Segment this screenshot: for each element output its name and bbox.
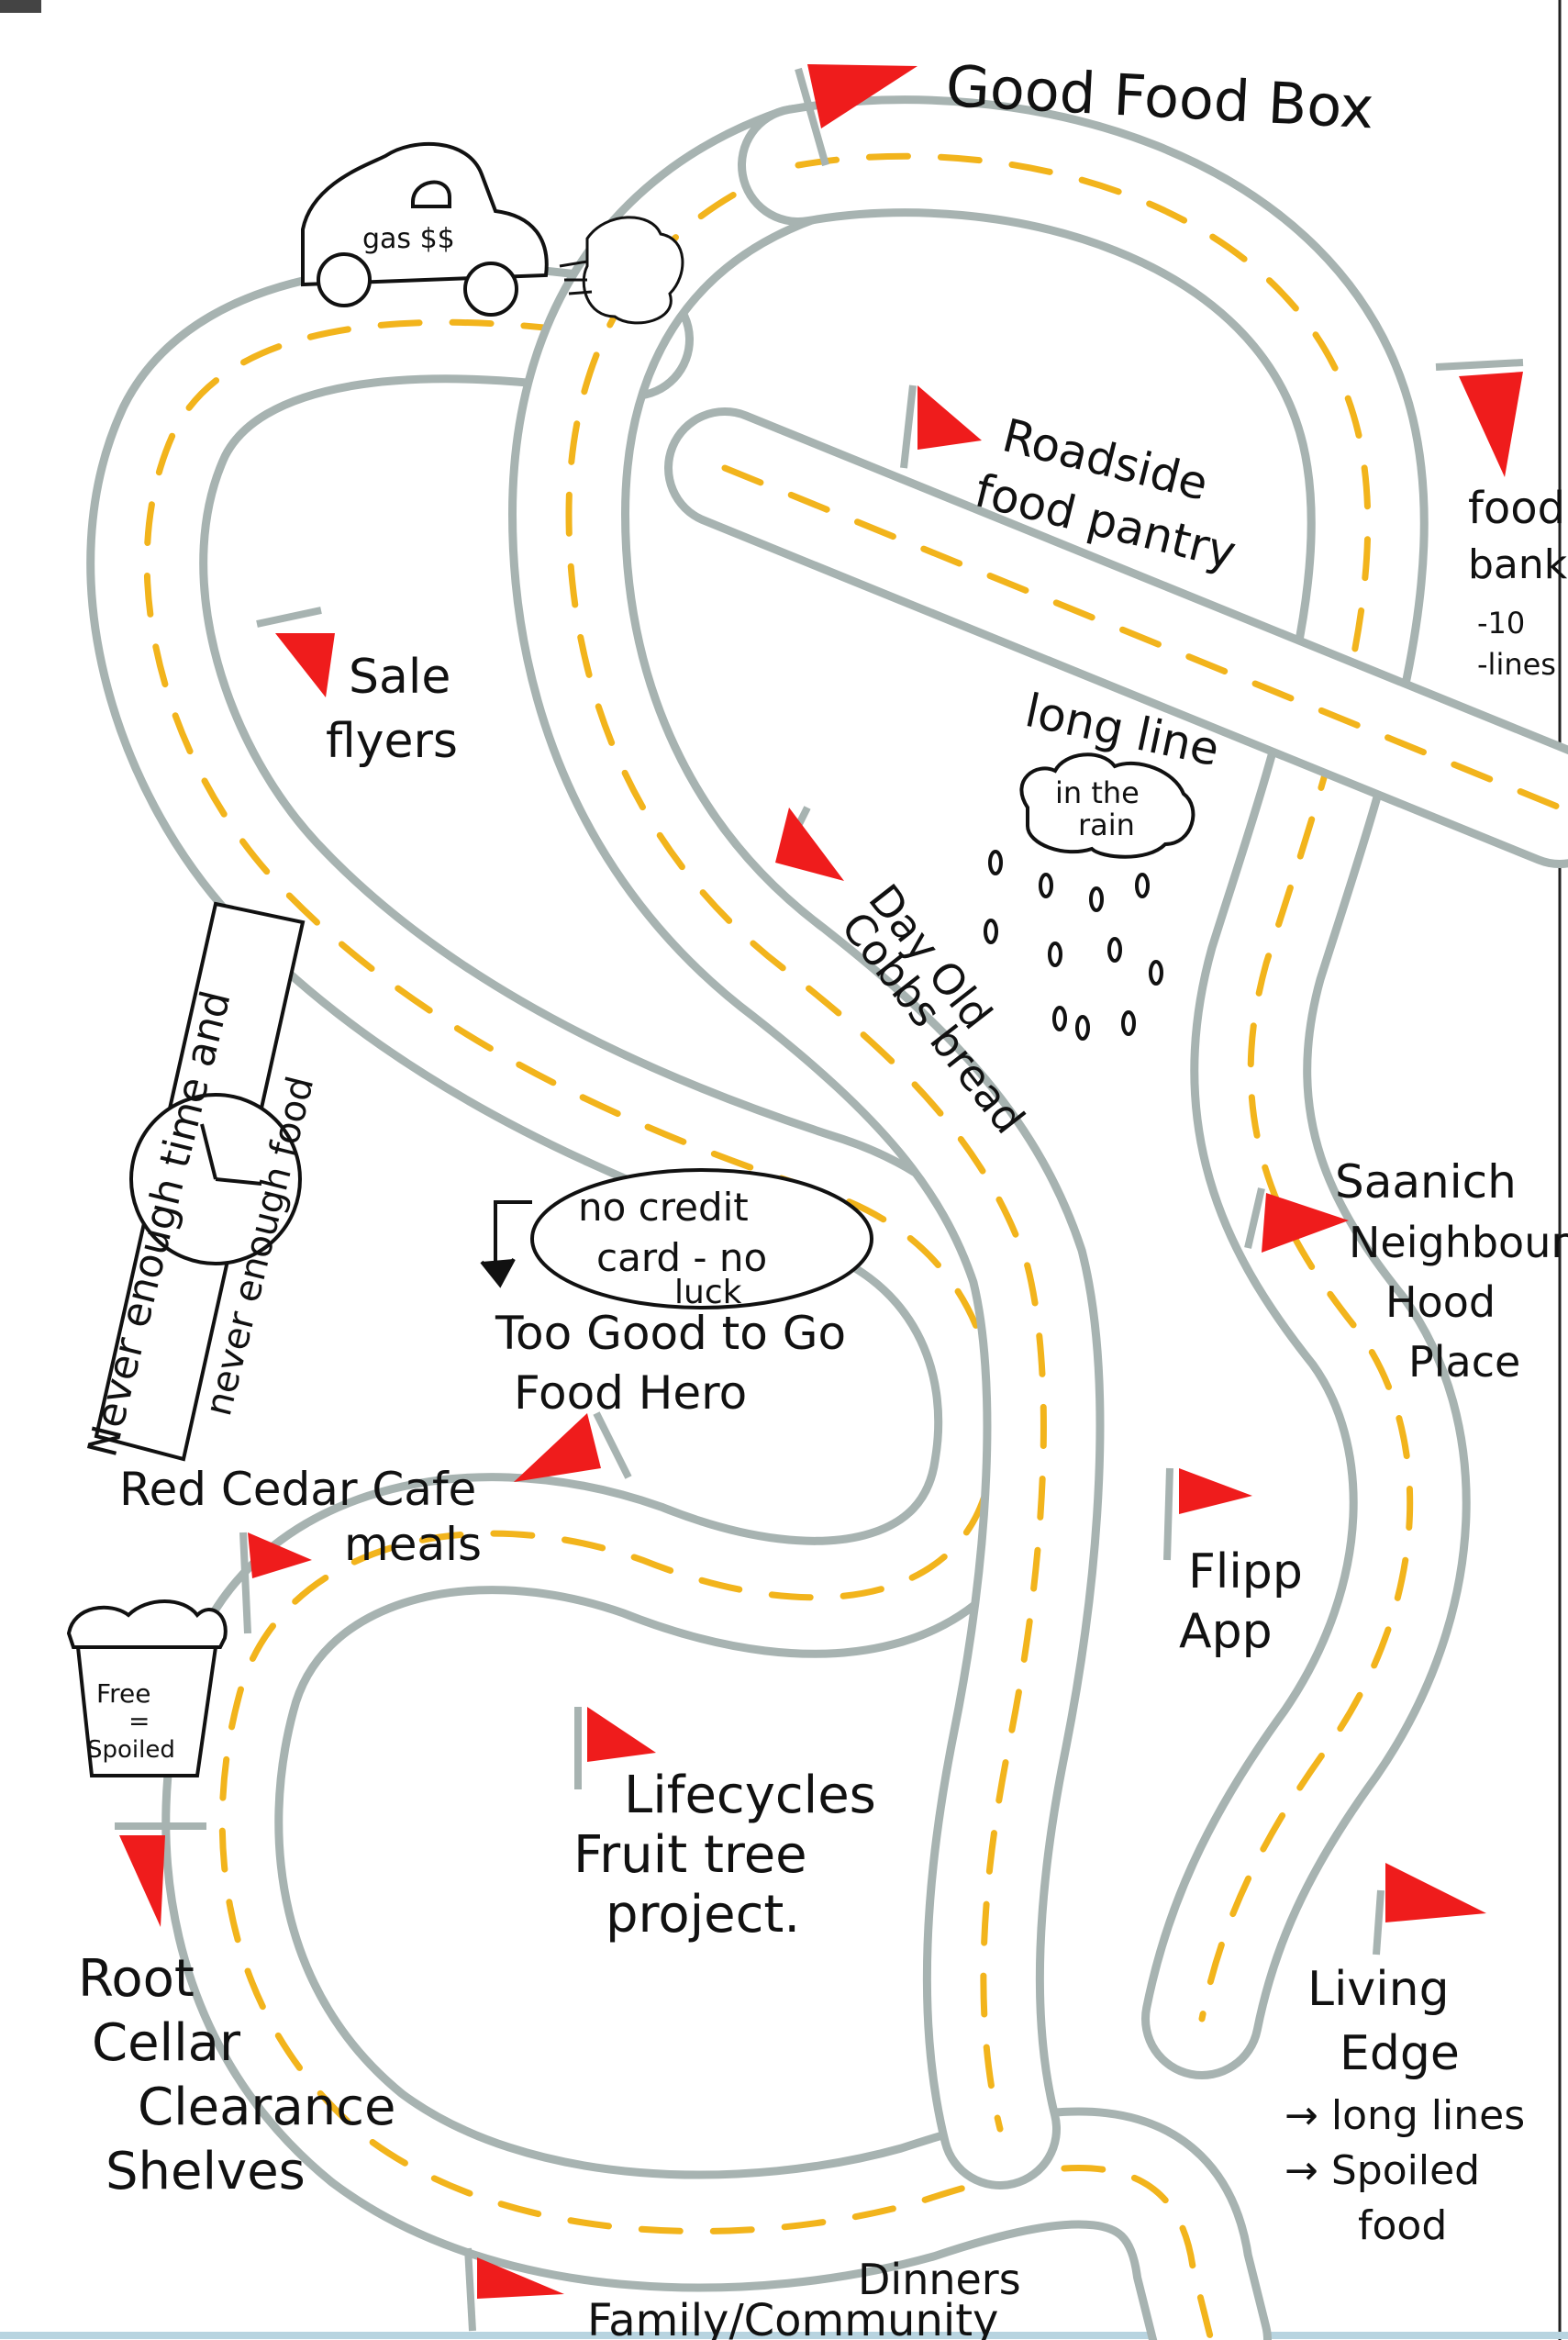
label-bucket-1: Free [96,1678,150,1709]
roads [86,95,1568,2340]
label-saanich-2: Neighbour [1349,1218,1568,1267]
label-bucket-3: Spoiled [87,1736,175,1764]
flag-too-good [514,1411,632,1482]
label-rain: rain [1078,808,1135,842]
bucket-icon [66,1599,228,1777]
road-main-s [86,262,1272,2340]
car-icon [301,141,684,325]
flag-dinners [464,2247,564,2332]
label-living-1: Living [1307,1962,1450,2017]
flag-roadside [900,384,982,469]
rain-cloud-icon [1019,752,1195,859]
map-labels: Good Food Box Roadside food pantry food … [78,52,1568,2340]
flag-root-cellar [115,1822,206,1927]
label-sale-1: Sale [349,650,450,705]
flags [115,64,1524,2332]
flag-red-cedar [239,1532,312,1634]
label-saanich-4: Place [1408,1337,1520,1387]
label-living-5: food [1358,2202,1447,2249]
label-root-3: Clearance [138,2078,396,2137]
flag-lifecycles [574,1707,656,1789]
label-red-cedar-1: Red Cedar Cafe [119,1463,476,1516]
label-lifecycles-1: Lifecycles [624,1766,876,1825]
road-right-arch [738,95,1471,2079]
label-bucket-2: = [128,1706,150,1736]
label-too-good-2: Food Hero [514,1366,747,1420]
label-in-the: in the [1055,775,1140,810]
label-root-1: Root [78,1949,195,2009]
raindrops [984,850,1163,1041]
label-food-bank-4: -lines [1477,647,1556,682]
label-no-credit-2: card - no [596,1235,767,1280]
label-lifecycles-3: project. [606,1885,800,1944]
label-saanich-3: Hood [1385,1277,1496,1327]
label-root-2: Cellar [92,2013,241,2073]
flag-food-bank [1435,359,1524,477]
flag-living-edge [1373,1863,1486,1956]
label-food-bank-1: food [1468,483,1565,534]
label-living-4: → Spoiled [1284,2147,1480,2194]
flag-day-old [775,806,844,881]
label-living-2: Edge [1340,2026,1460,2081]
label-root-4: Shelves [106,2142,306,2201]
watch-icon [94,901,306,1462]
label-red-cedar-2: meals [344,1518,482,1571]
label-lifecycles-2: Fruit tree [573,1825,807,1885]
road-top-loop [507,105,1105,2190]
label-flipp-1: Flipp [1188,1544,1303,1599]
label-saanich-1: Saanich [1335,1155,1517,1209]
label-flipp-2: App [1179,1604,1273,1659]
road-diagonal [664,407,1568,868]
label-sale-2: flyers [326,714,458,769]
no-credit-bubble [480,1168,873,1309]
label-no-credit-1: no credit [578,1185,749,1230]
label-living-3: → long lines [1284,2092,1525,2139]
corner-mark [0,0,41,13]
label-food-bank-2: bank [1468,541,1568,588]
flag-saanich [1244,1187,1349,1253]
car-label: gas $$ [362,223,455,255]
label-dinners-1: Dinners [858,2255,1021,2304]
flag-good-food-box [795,64,917,167]
label-dinners-2: Family/Community [587,2295,998,2340]
flag-flipp [1163,1467,1252,1561]
label-food-bank-3: -10 [1477,606,1525,641]
label-no-credit-3: luck [674,1274,742,1311]
flag-sale [256,607,335,697]
label-too-good-1: Too Good to Go [495,1307,846,1360]
